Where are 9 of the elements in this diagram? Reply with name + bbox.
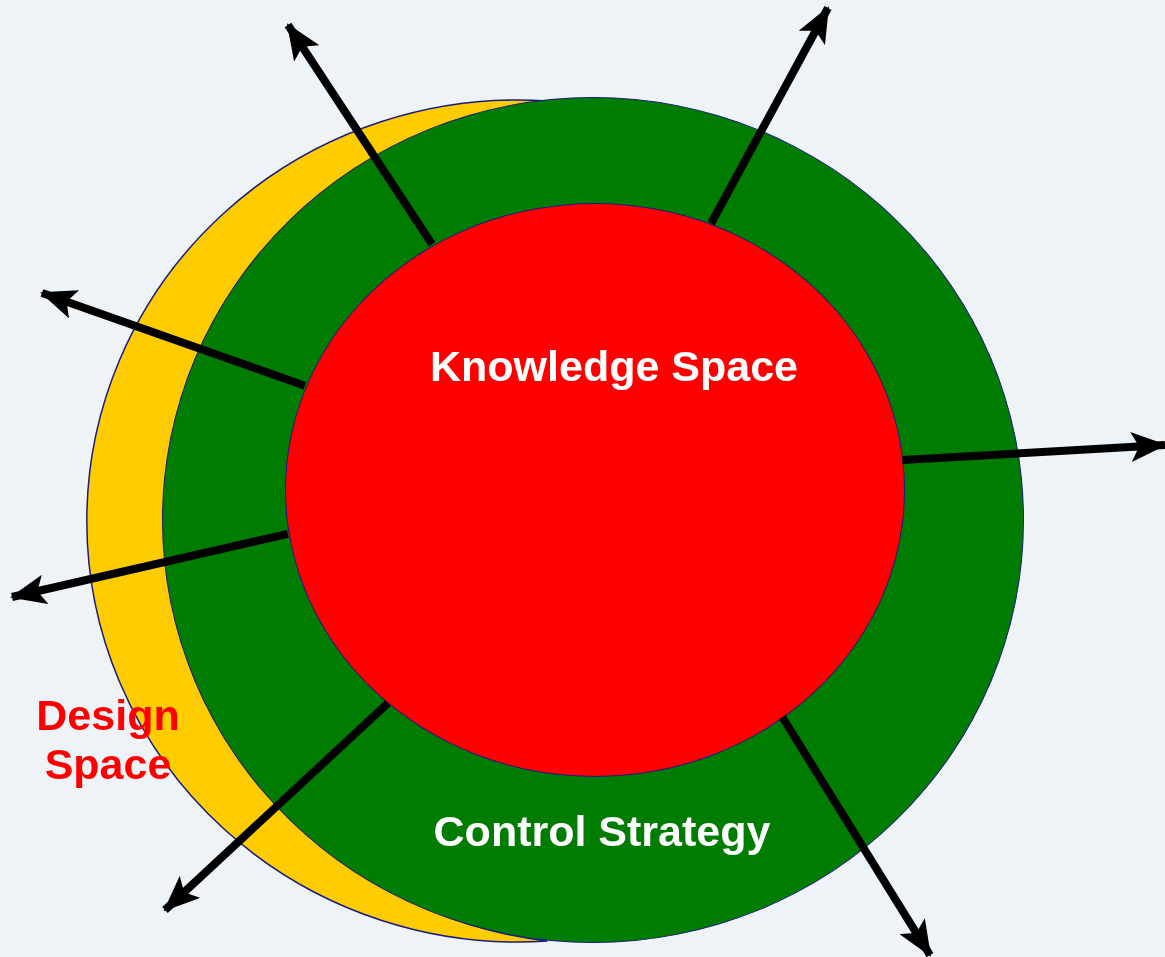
node-label: Control Strategy — [432, 807, 772, 857]
arrow — [284, 22, 436, 247]
arrow — [902, 431, 1165, 464]
node-label: Knowledge Space — [429, 342, 799, 392]
arrow — [10, 530, 289, 605]
arrow — [162, 700, 391, 913]
arrow — [778, 714, 934, 957]
arrow — [40, 289, 307, 390]
arrow — [707, 6, 832, 226]
